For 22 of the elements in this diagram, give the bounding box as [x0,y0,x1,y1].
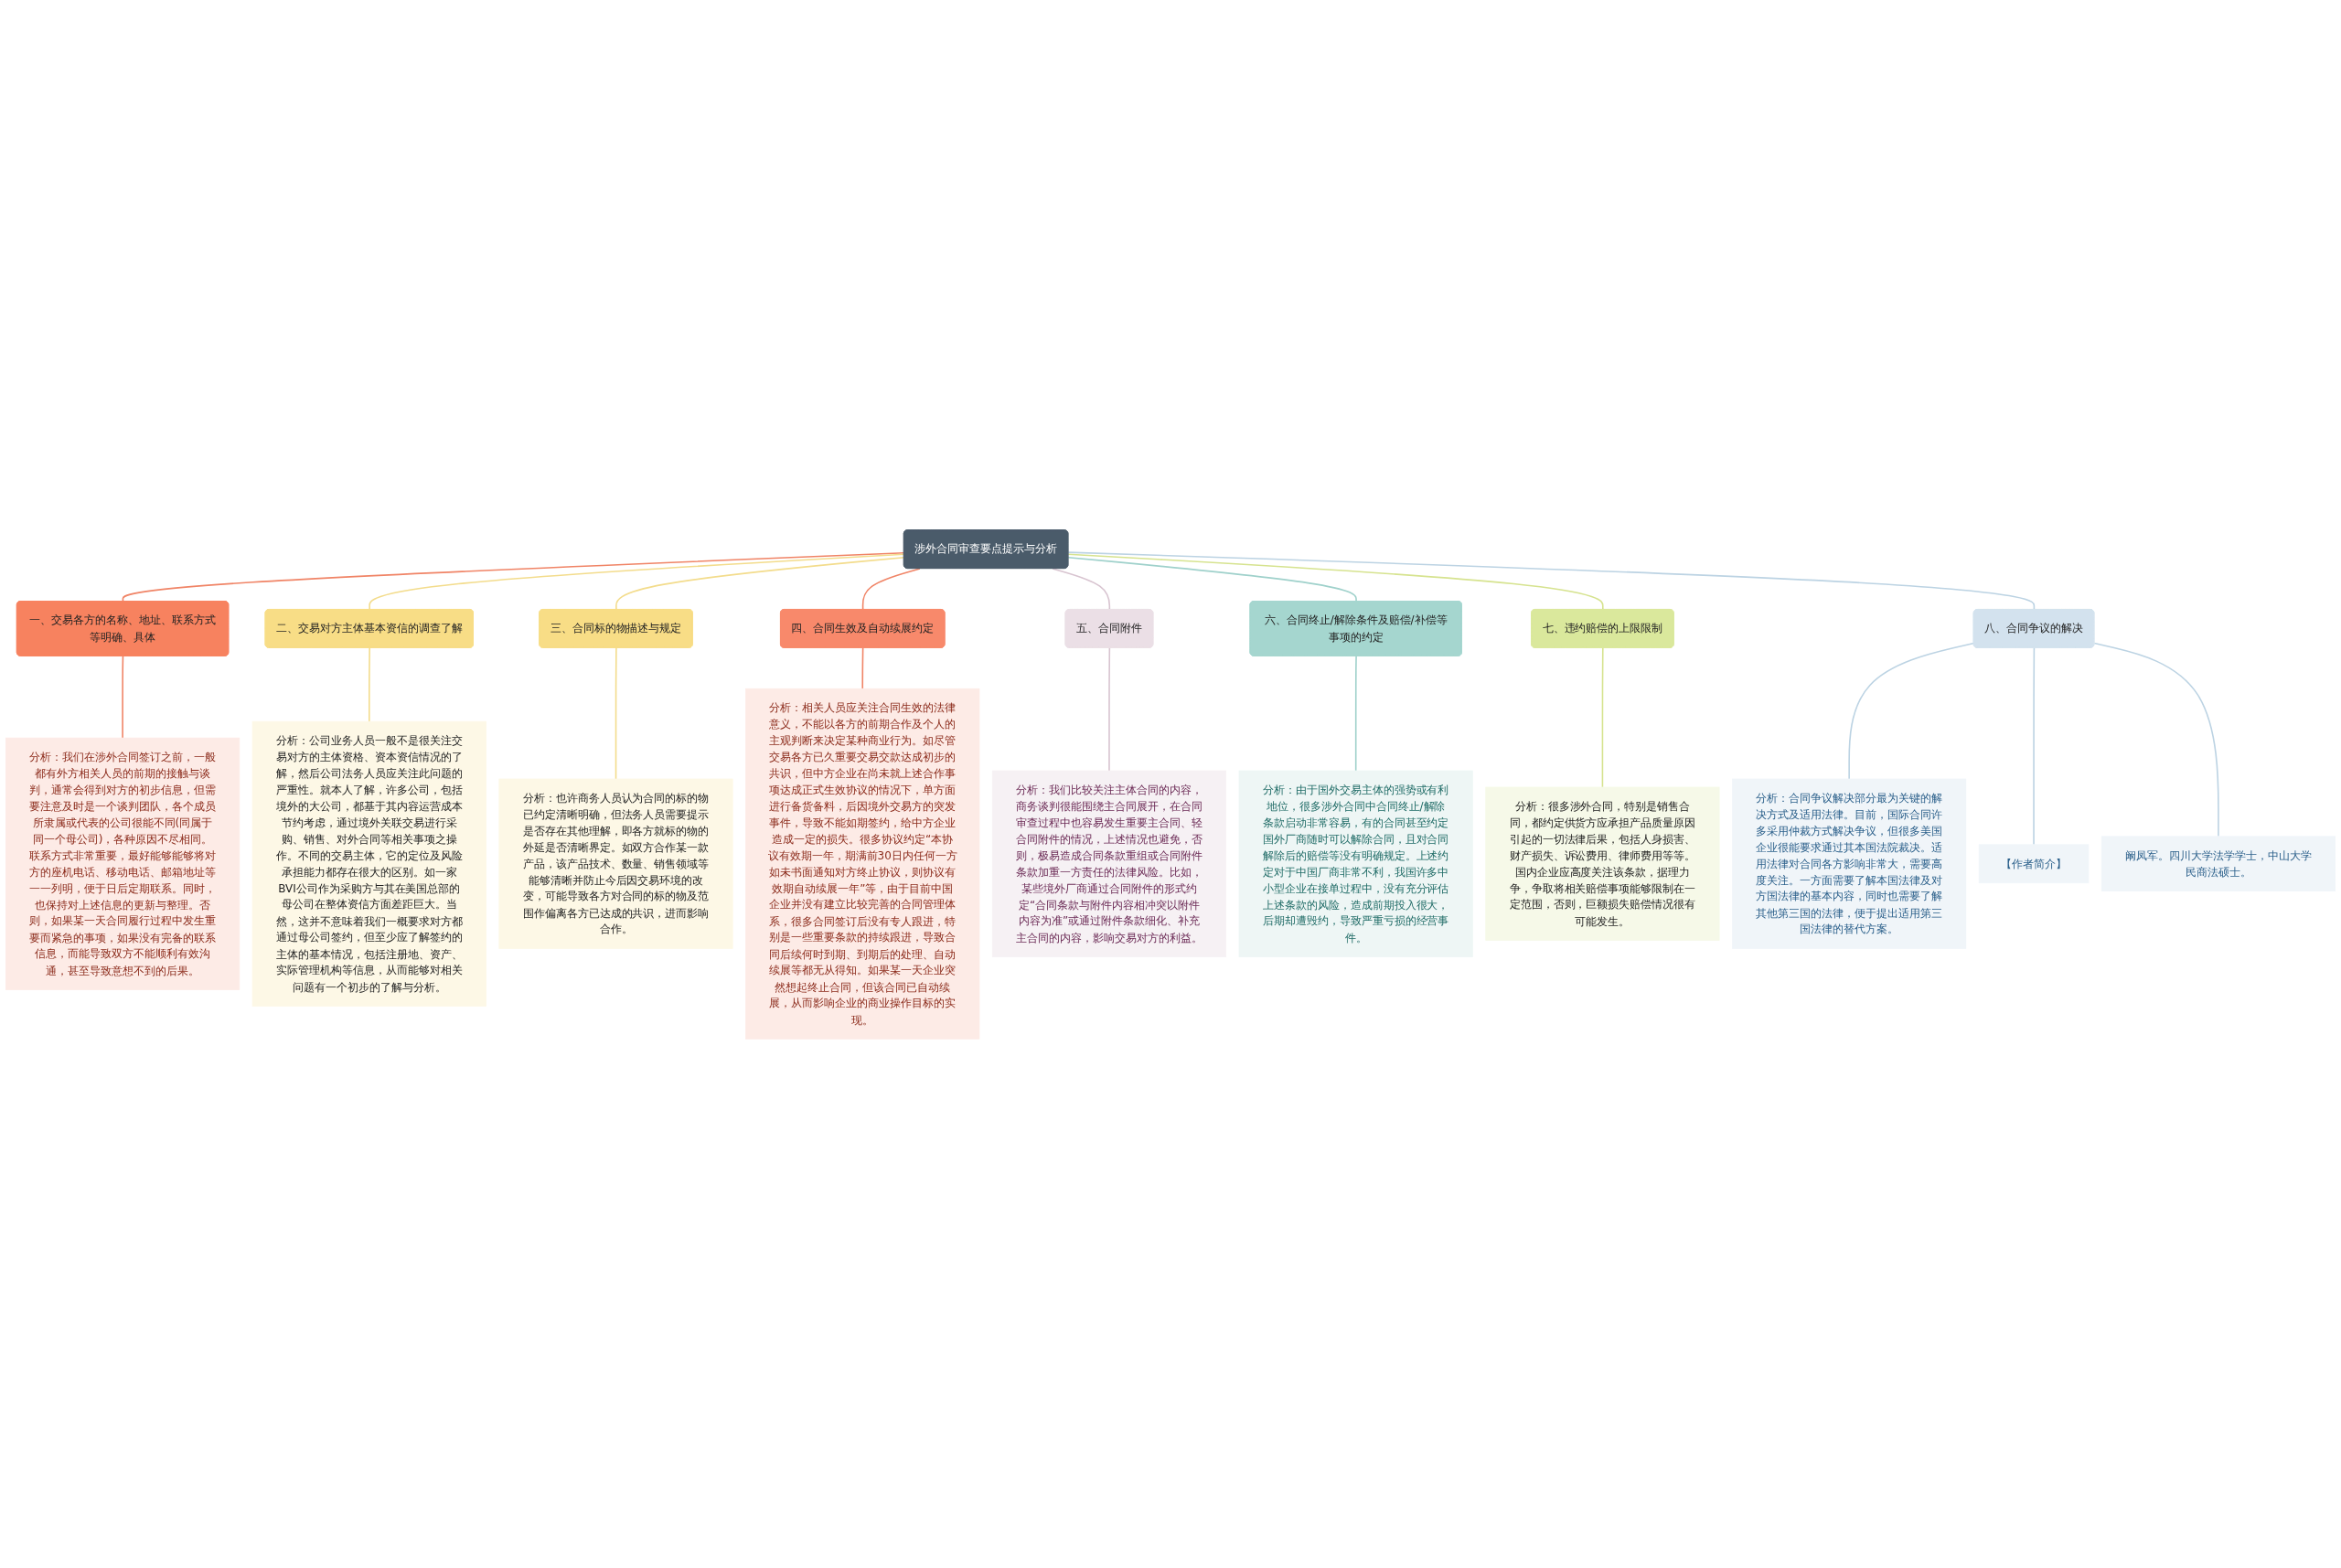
connector [2093,642,2219,837]
connector [1067,556,1357,603]
connector [861,646,864,689]
connector [122,551,905,603]
node-box: 分析：合同争议解决部分最为关键的解决方式及适用法律。目前，国际合同许多采用仲裁方式解决争议，但很多美国企业很能要求通过其本国法院裁决。适用法律对合同各方影响非常大，需要高度关注。一方面需要了解本国法律及对方国法律的基本内容，同时也需要了解其他第三国的法律，便于提出适用第三国法律的替代方案。 [1732,778,1967,949]
node-box: 分析：我们比较关注主体合同的内容，商务谈判很能围绕主合同展开，在合同审查过程中也容易发生重要主合同、轻合同附件的情况，上述情况也避免，否则，极易造成合同条款重组或合同附件条款加重一方责任的法律风险。比如，某些境外厂商通过合同附件的形式约定“合同条款与附件内容相冲突以附件内容为准”或通过附件条款细化、补充主合同的内容，影响交易对方的利益。 [991,770,1227,957]
connector [369,646,370,722]
connector [2033,646,2036,846]
node-box: 分析：由于国外交易主体的强势或有利地位，很多涉外合同中合同终止/解除条款启动非常容易，有的合同甚至约定国外厂商随时可以解除合同，且对合同解除后的赔偿等没有明确规定。上述约定对于中国厂商非常不利，我国许多中小型企业在接单过程中，没有充分评估上述条款的风险，造成前期投入很大，后期却遭毁约，导致严重亏损的经营事件。 [1238,770,1473,957]
connector [122,655,124,739]
node-box: 分析：也许商务人员认为合同的标的物已约定清晰明确，但法务人员需要提示是否存在其他理解，即各方就标的物的外延是否清晰界定。如双方合作某一款产品，该产品技术、数量、销售领域等能够清晰并防止今后因交易环境的改变，可能导致各方对合同的标的物及范围作偏离各方已达成的共识，进而影响合作。 [498,778,733,949]
node-box: 分析：公司业务人员一般不是很关注交易对方的主体资格、资本资信情况的了解，然后公司法务人员应关注此问题的严重性。就本人了解，许多公司，包括境外的大公司，都基于其内容运营成本节约考虑，通过境外关联交易进行采购、销售、对外合同等相关事项之操作。不同的交易主体，它的定位及风险承担能力都存在很大的区别。如一家BVI公司作为采购方与其在美国总部的母公司在整体资信方面差距巨大。当然，这并不意味着我们一概要求对方都通过母公司签约，但至少应了解签约的主体的基本情况，包括注册地、资产、实际管理机构等信息，从而能够对相关问题有一个初步的了解与分析。 [251,720,486,1007]
node-box: 分析：我们在涉外合同签订之前，一般都有外方相关人员的前期的接触与谈判，通常会得到对方的初步信息，但需要注意及时是一个谈判团队，各个成员所隶属或代表的公司很能不同(同属于同一个母公司)，各种原因不尽相同。联系方式非常重要，最好能够能够将对方的座机电话、移动电话、邮箱地址等一一列明，便于日后定期联系。同时，也保持对上述信息的更新与整理。否则，如果某一天合同履行过程中发生重要而紧急的事项，如果没有完备的联系信息，而能导致双方不能顺利有效沟通，甚至导致意想不到的后果。 [5,737,241,990]
connector [1108,646,1111,772]
node-box: 阚凤军。四川大学法学学士，中山大学民商法硕士。 [2100,835,2336,891]
connector [1601,646,1604,788]
connector [1354,655,1357,772]
connector [1848,642,1975,780]
connector [615,646,617,780]
node-box: 分析：很多涉外合同，特别是销售合同，都约定供货方应承担产品质量原因引起的一切法律后果，包括人身损害、财产损失、诉讼费用、律师费用等等。国内企业应高度关注该条款，据理力争，争取将相关赔偿事项能够限制在一定范围，否则，巨额损失赔偿情况很有可能发生。 [1485,786,1720,941]
node-box: 【作者简介】 [1978,843,2090,883]
node-box: 分析：相关人员应关注合同生效的法律意义，不能以各方的前期合作及个人的主观判断来决定某种商业行为。如尽管交易各方已久重要交易交款达成初步的共识，但中方企业在尚未就上述合作事项达成正式生效协议的情况下，单方面进行备货备料，后因境外交易方的突发事件，导致不能如期签约，给中方企业造成一定的损失。很多协议约定“本协议有效期一年，期满前30日内任何一方如未书面通知对方终止协议，则协议有效期自动续展一年”等，由于目前中国企业并没有建立比较完善的合同管理体系，很多合同签订后没有专人跟进，特别是一些重要条款的持续跟进，导致合同后续何时到期、到期后的处理、自动续展等都无从得知。如果某一天企业突然想起终止合同，但该合同已自动续展，从而影响企业的商业操作目标的实现。 [745,688,980,1040]
